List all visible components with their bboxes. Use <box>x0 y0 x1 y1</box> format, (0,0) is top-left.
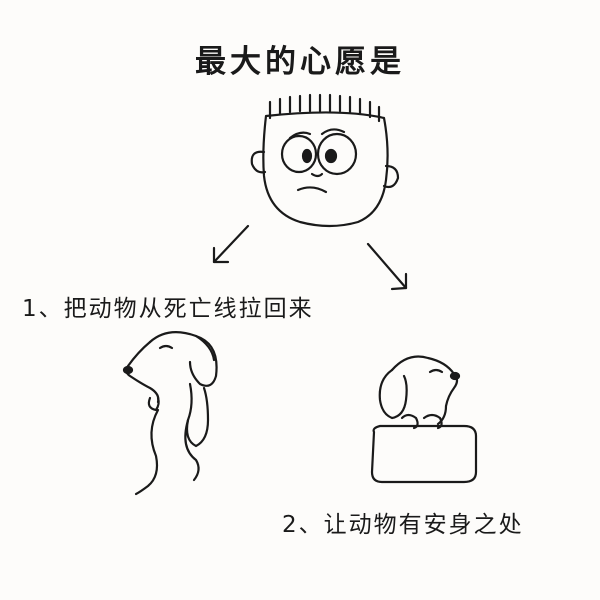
boy-ear-right <box>382 164 400 189</box>
boy-hair <box>268 93 381 123</box>
wish-1-caption: 1、把动物从死亡线拉回来 <box>22 296 314 322</box>
wish-2-caption: 2、让动物有安身之处 <box>282 512 524 538</box>
dog-in-box-icon <box>370 355 478 484</box>
page-title: 最大的心愿是 <box>195 44 405 80</box>
arrow-right-icon <box>366 242 408 291</box>
boy-eyebrow-right <box>320 128 346 136</box>
boy-eye-left <box>280 134 318 174</box>
boy-nose <box>310 172 324 178</box>
boy-ear-left <box>250 150 267 174</box>
box-outline <box>370 424 478 484</box>
worried-boy-face-icon <box>250 93 400 228</box>
boy-eye-right <box>316 132 358 176</box>
arrow-left-icon <box>212 224 250 264</box>
boy-mouth <box>296 186 328 194</box>
dog-ghost-icon <box>122 331 218 496</box>
boy-head <box>262 111 389 228</box>
